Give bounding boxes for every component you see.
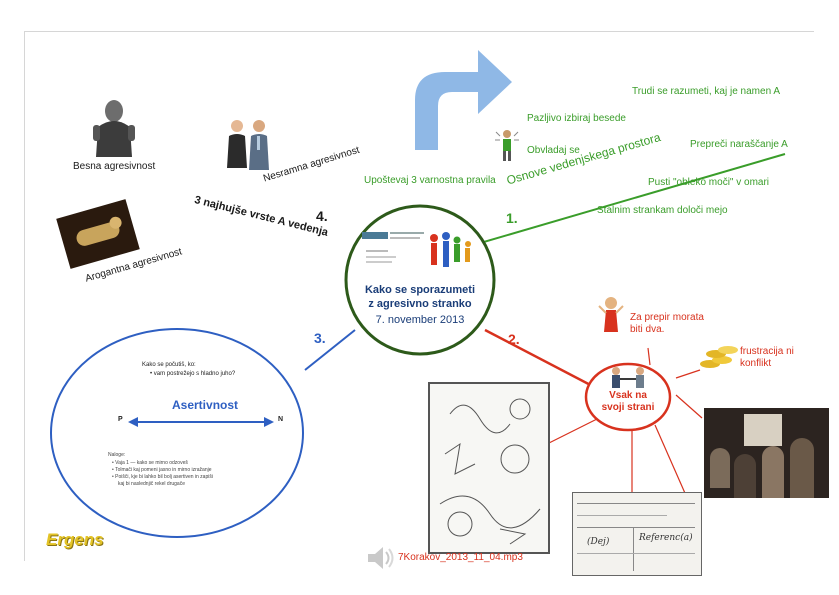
slide-thumb-text-c	[366, 250, 388, 252]
speaker-icon[interactable]	[366, 545, 396, 571]
audio-file-link[interactable]: 7Korakov_2013_11_04.mp3	[398, 552, 523, 563]
branch1-item-2: Pazljivo izbiraj besede	[527, 113, 626, 124]
assertiveness-note-3: • Poišči, kje bi lahko bil bolj asertive…	[112, 474, 213, 480]
branch1-item-1: Trudi se razumeti, kaj je namen A	[632, 86, 781, 97]
frame-left-line	[24, 31, 25, 561]
assertiveness-left-pole: P	[118, 416, 123, 423]
assertiveness-intro: Kako se počutiš, ko:	[142, 362, 196, 368]
branch2-sub-c	[675, 394, 703, 419]
branch2-item-prepir-2: biti dva.	[630, 324, 665, 335]
ergens-logo: Ergens	[46, 530, 104, 549]
people-figures-icon	[430, 232, 471, 267]
branch3-number: 3.	[314, 330, 326, 346]
assertiveness-intro-bullet: • vam postrežejo s hladno juho?	[150, 371, 236, 377]
slide-thumb-text-e	[366, 261, 392, 263]
branch1-item-5: Upoštevaj 3 varnostna pravila	[364, 175, 496, 186]
sheet-rule-5	[577, 553, 695, 554]
assertiveness-arrow-right	[264, 417, 274, 427]
sketch-drawing	[428, 382, 550, 554]
sheet-rule-3	[577, 527, 695, 528]
branch1-line	[469, 153, 786, 247]
arguing-girl-icon	[598, 297, 624, 332]
slide-thumbnail	[362, 228, 478, 276]
assertiveness-note-2-text: Tolmači kaj pomeni jasno in mirno izraža…	[115, 467, 212, 473]
audience-person-2	[734, 454, 756, 498]
slide-thumb-text-a	[390, 232, 424, 234]
handwritten-sheet: (Dej) Referenc(a)	[572, 492, 702, 576]
branch2-number: 2.	[508, 331, 520, 347]
audience-photo	[704, 408, 829, 498]
center-date: 7. november 2013	[375, 314, 465, 326]
frame-top-line	[24, 31, 814, 32]
branch2-line	[484, 328, 601, 392]
assertiveness-note-2: • Tolmači kaj pomeni jasno in mirno izra…	[112, 467, 212, 473]
angry-man-image	[93, 100, 135, 157]
branch2-item-frustracija-1: frustracija ni	[740, 346, 794, 357]
slide-thumb-text-d	[366, 256, 396, 258]
business-people-image	[227, 120, 269, 170]
branch2-sub-a	[647, 347, 651, 366]
curved-arrow-icon	[415, 50, 512, 150]
assertiveness-intro-bullet-text: vam postrežejo s hladno juho?	[153, 371, 236, 377]
assertiveness-notes-heading: Naloge:	[108, 452, 126, 458]
branch1-item-4: Prepreči naraščanje A	[690, 139, 788, 150]
handshake-people-icon	[612, 367, 644, 388]
branch2-hub-line2: svoji strani	[601, 402, 655, 413]
branch1-item-6: Pusti "obleko moči" v omari	[648, 177, 770, 188]
audience-person-4	[790, 438, 814, 498]
branch1-item-7: Stalnim strankam določi mejo	[597, 205, 728, 216]
branch2-sub-d	[654, 424, 689, 501]
sketch-scribbles	[439, 398, 541, 545]
audience-person-1	[710, 448, 730, 488]
assertiveness-note-3-text: Poišči, kje bi lahko bil bolj asertiven …	[115, 474, 213, 480]
assertiveness-note-1: • Vaja 1 — kako se mirno odzoveš	[112, 460, 188, 466]
stressed-person-icon	[495, 130, 519, 161]
branch1-item-3: Obvladaj se	[527, 145, 580, 156]
center-title-line1: Kako se sporazumeti	[364, 284, 476, 296]
sheet-rule-1	[577, 503, 695, 504]
audience-photo-screen	[744, 414, 782, 446]
assertiveness-title: Asertivnost	[172, 398, 239, 412]
branch1-number: 1.	[506, 210, 518, 226]
assertiveness-right-pole: N	[278, 416, 284, 423]
sheet-cell-right: Referenc(a)	[639, 533, 693, 543]
branch2-hub-circle	[584, 362, 672, 432]
sheet-rule-4	[633, 527, 634, 571]
slide-thumb-logo	[362, 232, 388, 239]
center-title-line2: z agresivno stranko	[368, 298, 472, 310]
assertiveness-note-1-text: Vaja 1 — kako se mirno odzoveš	[115, 460, 188, 466]
branch2-sub-b	[675, 369, 701, 379]
assertiveness-arrow-left	[128, 417, 138, 427]
slide-thumb-text-b	[390, 237, 420, 239]
assertiveness-ellipse	[50, 328, 304, 538]
branch3-line	[304, 329, 356, 371]
sheet-rule-2	[577, 515, 667, 516]
assertiveness-note-4: kaj bi naslednjič rekel drugače	[118, 481, 185, 487]
branch4-item-besna: Besna agresivnost	[73, 161, 156, 172]
branch2-hub-line1: Vsak na	[609, 390, 647, 401]
gold-coins-icon	[700, 346, 738, 368]
branch2-item-prepir-1: Za prepir morata	[630, 312, 704, 323]
branch4-number: 4.	[316, 208, 328, 224]
sheet-cell-left: (Dej)	[587, 537, 610, 547]
audience-person-3	[762, 446, 784, 498]
branch2-item-frustracija-2: konflikt	[740, 358, 772, 369]
